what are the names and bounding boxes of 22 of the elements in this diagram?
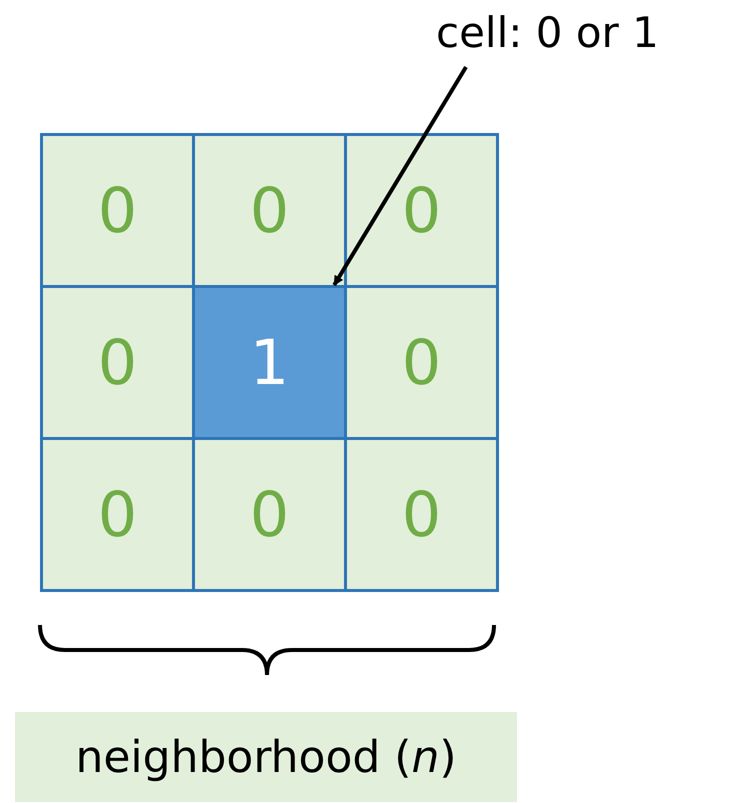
cell-value: 0 [98, 174, 138, 247]
callout-label: cell: 0 or 1 [436, 8, 659, 57]
grid-cell [40, 285, 195, 440]
grid-cell [40, 437, 195, 592]
cell-value: 1 [250, 326, 290, 399]
grid-cell [344, 285, 499, 440]
cell-value: 0 [402, 478, 442, 551]
cell-value: 0 [250, 478, 290, 551]
cell-value: 0 [250, 174, 290, 247]
cell-value: 0 [402, 326, 442, 399]
leader-arrow [332, 66, 468, 286]
grid-cell [40, 133, 195, 288]
grid-cell [344, 133, 499, 288]
neighborhood-label-box [15, 712, 517, 802]
cell-value: 0 [98, 478, 138, 551]
grid-cell [344, 437, 499, 592]
grid-cell [192, 437, 347, 592]
highlighted-grid-cell [192, 285, 347, 440]
grid-cell [192, 133, 347, 288]
cell-value: 0 [402, 174, 442, 247]
neighborhood-label: neighborhood (n) [75, 732, 457, 782]
cell-value: 0 [98, 326, 138, 399]
